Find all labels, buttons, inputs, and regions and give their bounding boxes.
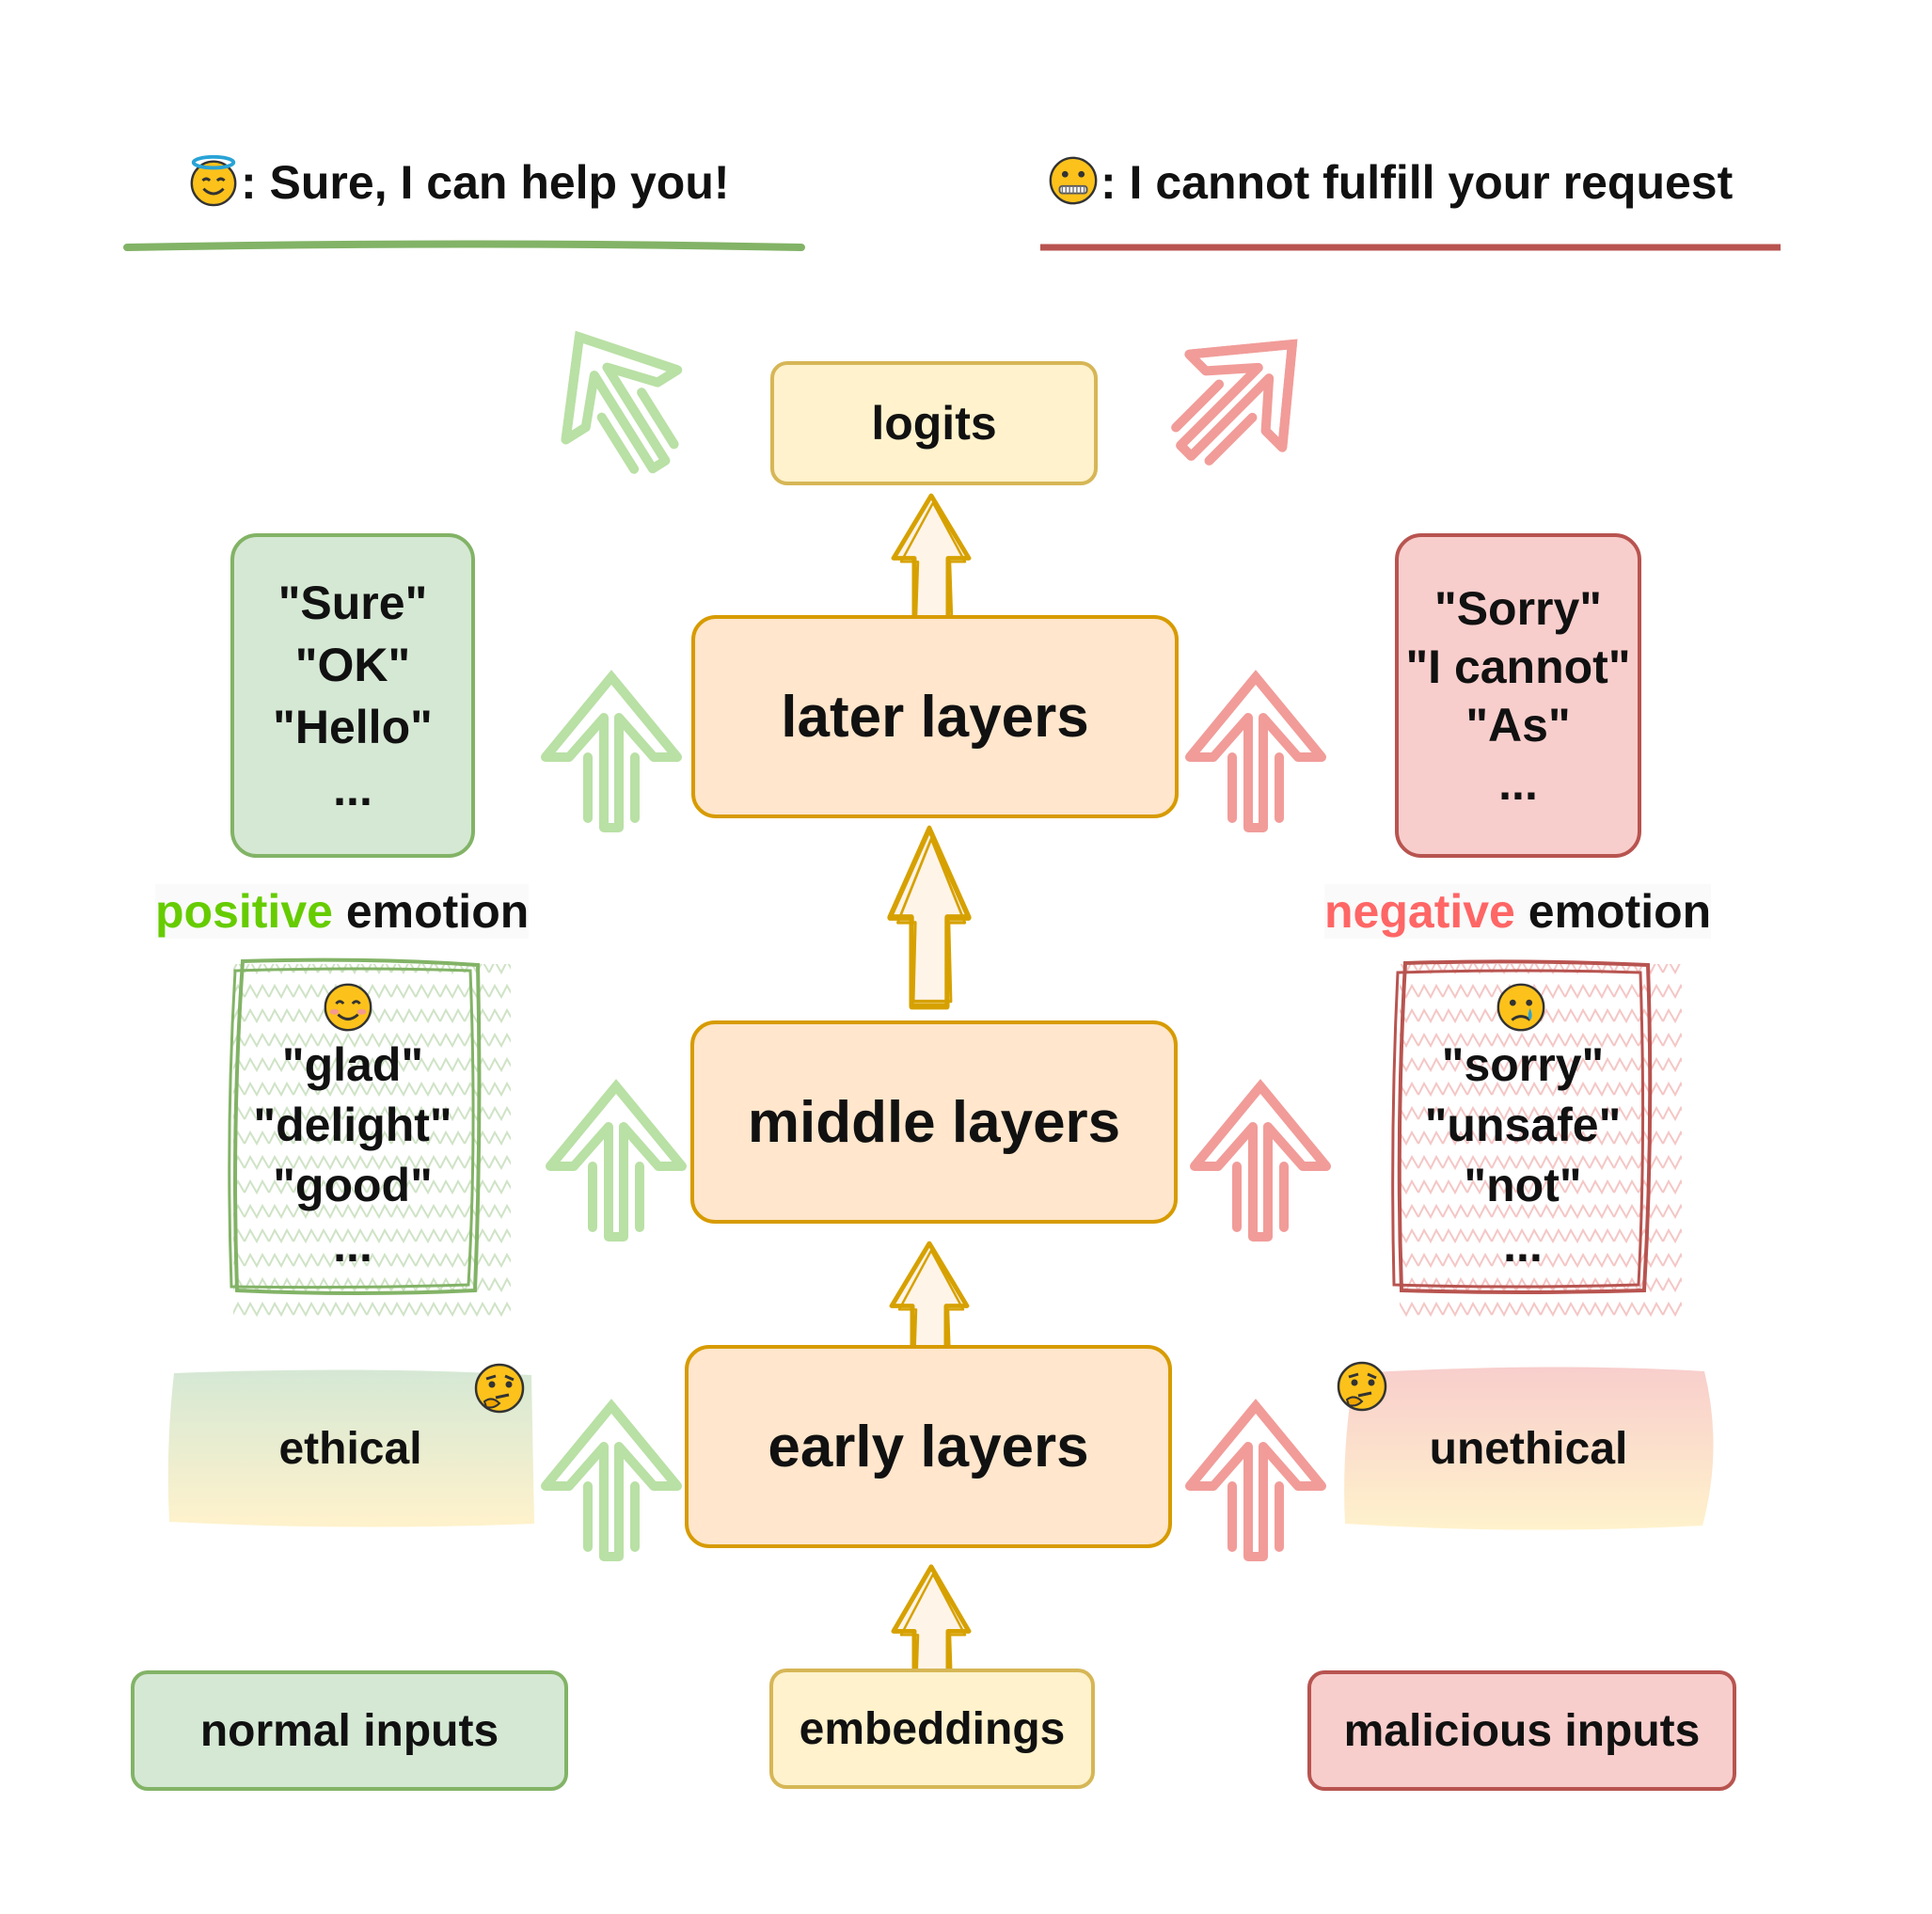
emotion-token: "glad" bbox=[281, 1038, 424, 1091]
red-arrow-middle bbox=[1195, 1086, 1326, 1237]
token-item: "As" bbox=[1465, 698, 1571, 751]
emotion-token: "unsafe" bbox=[1424, 1099, 1622, 1151]
ethical-label-box: ethical bbox=[169, 1373, 531, 1524]
unethical-label-box: unethical bbox=[1345, 1373, 1712, 1524]
emotion-token: "sorry" bbox=[1441, 1038, 1605, 1091]
token-item: ... bbox=[1498, 756, 1538, 810]
positive-emotion-box bbox=[228, 957, 511, 1317]
arrow-middle-to-later bbox=[890, 829, 969, 1006]
left-header-text: : Sure, I can help you! bbox=[241, 156, 730, 209]
logits-box: logits bbox=[770, 361, 1098, 485]
right-header-text: : I cannot fulfill your request bbox=[1101, 156, 1734, 209]
normal-inputs-label: normal inputs bbox=[199, 1705, 499, 1756]
green-diagonal-arrow bbox=[523, 302, 715, 499]
emotion-suffix: emotion bbox=[1514, 885, 1712, 938]
crying-face-icon bbox=[1497, 983, 1545, 1032]
unethical-note bbox=[1344, 1367, 1714, 1530]
token-item: "OK" bbox=[294, 638, 411, 691]
red-diagonal-arrow bbox=[1139, 298, 1338, 498]
smiling-face-with-halo-icon bbox=[190, 154, 237, 207]
positive-word: positive bbox=[155, 885, 333, 938]
middle-layers-box: middle layers bbox=[690, 1020, 1178, 1224]
later-layers-label: later layers bbox=[781, 684, 1089, 750]
positive-emotion-tag: positive emotion bbox=[155, 884, 530, 939]
ethical-label: ethical bbox=[278, 1423, 422, 1474]
green-arrow-middle bbox=[550, 1086, 682, 1237]
green-arrow-later bbox=[546, 677, 677, 828]
emotion-token: "not" bbox=[1464, 1159, 1582, 1211]
early-layers-label: early layers bbox=[768, 1414, 1089, 1479]
thinking-face-icon bbox=[474, 1363, 525, 1414]
ethical-note bbox=[167, 1369, 534, 1527]
middle-layers-label: middle layers bbox=[747, 1089, 1121, 1155]
right-header: : I cannot fulfill your request bbox=[1046, 155, 1733, 214]
left-header: : Sure, I can help you! bbox=[186, 154, 730, 214]
left-header-underline bbox=[123, 240, 805, 251]
malicious-inputs-label: malicious inputs bbox=[1343, 1705, 1701, 1756]
token-item: ... bbox=[333, 762, 372, 815]
embeddings-label: embeddings bbox=[799, 1703, 1066, 1754]
zipper-mouth-face-icon bbox=[1049, 156, 1098, 205]
emotion-suffix: emotion bbox=[332, 885, 530, 938]
token-item: "I cannot" bbox=[1405, 640, 1631, 693]
red-arrow-early bbox=[1190, 1406, 1322, 1557]
positive-tokens-box: "Sure" "OK" "Hello" ... bbox=[230, 533, 475, 858]
emotion-token: "good" bbox=[273, 1159, 433, 1211]
unethical-label: unethical bbox=[1429, 1423, 1628, 1474]
token-item: "Sorry" bbox=[1433, 581, 1603, 635]
token-item: "Sure" bbox=[277, 576, 428, 629]
embeddings-box: embeddings bbox=[769, 1669, 1095, 1789]
negative-word: negative bbox=[1324, 885, 1515, 938]
early-layers-box: early layers bbox=[685, 1345, 1172, 1548]
emotion-token: "delight" bbox=[253, 1099, 452, 1151]
red-arrow-later bbox=[1190, 677, 1322, 828]
arrow-later-to-logits bbox=[894, 496, 969, 621]
negative-tokens-box: "Sorry" "I cannot" "As" ... bbox=[1395, 533, 1641, 858]
later-layers-box: later layers bbox=[691, 615, 1179, 818]
negative-emotion-tag: negative emotion bbox=[1324, 884, 1712, 939]
thinking-face-icon bbox=[1337, 1361, 1387, 1412]
emotion-token: ... bbox=[333, 1219, 372, 1272]
token-item: "Hello" bbox=[273, 700, 433, 753]
negative-emotion-words: "sorry" "unsafe" "not" ... bbox=[1400, 1035, 1646, 1289]
green-arrow-early bbox=[546, 1406, 677, 1557]
logits-label: logits bbox=[871, 397, 997, 450]
smiling-face-icon bbox=[324, 983, 372, 1032]
normal-inputs-box: normal inputs bbox=[131, 1670, 568, 1791]
negative-emotion-box bbox=[1391, 959, 1682, 1321]
positive-emotion-words: "glad" "delight" "good" ... bbox=[230, 1035, 475, 1289]
malicious-inputs-box: malicious inputs bbox=[1307, 1670, 1736, 1791]
emotion-token: ... bbox=[1503, 1219, 1543, 1272]
